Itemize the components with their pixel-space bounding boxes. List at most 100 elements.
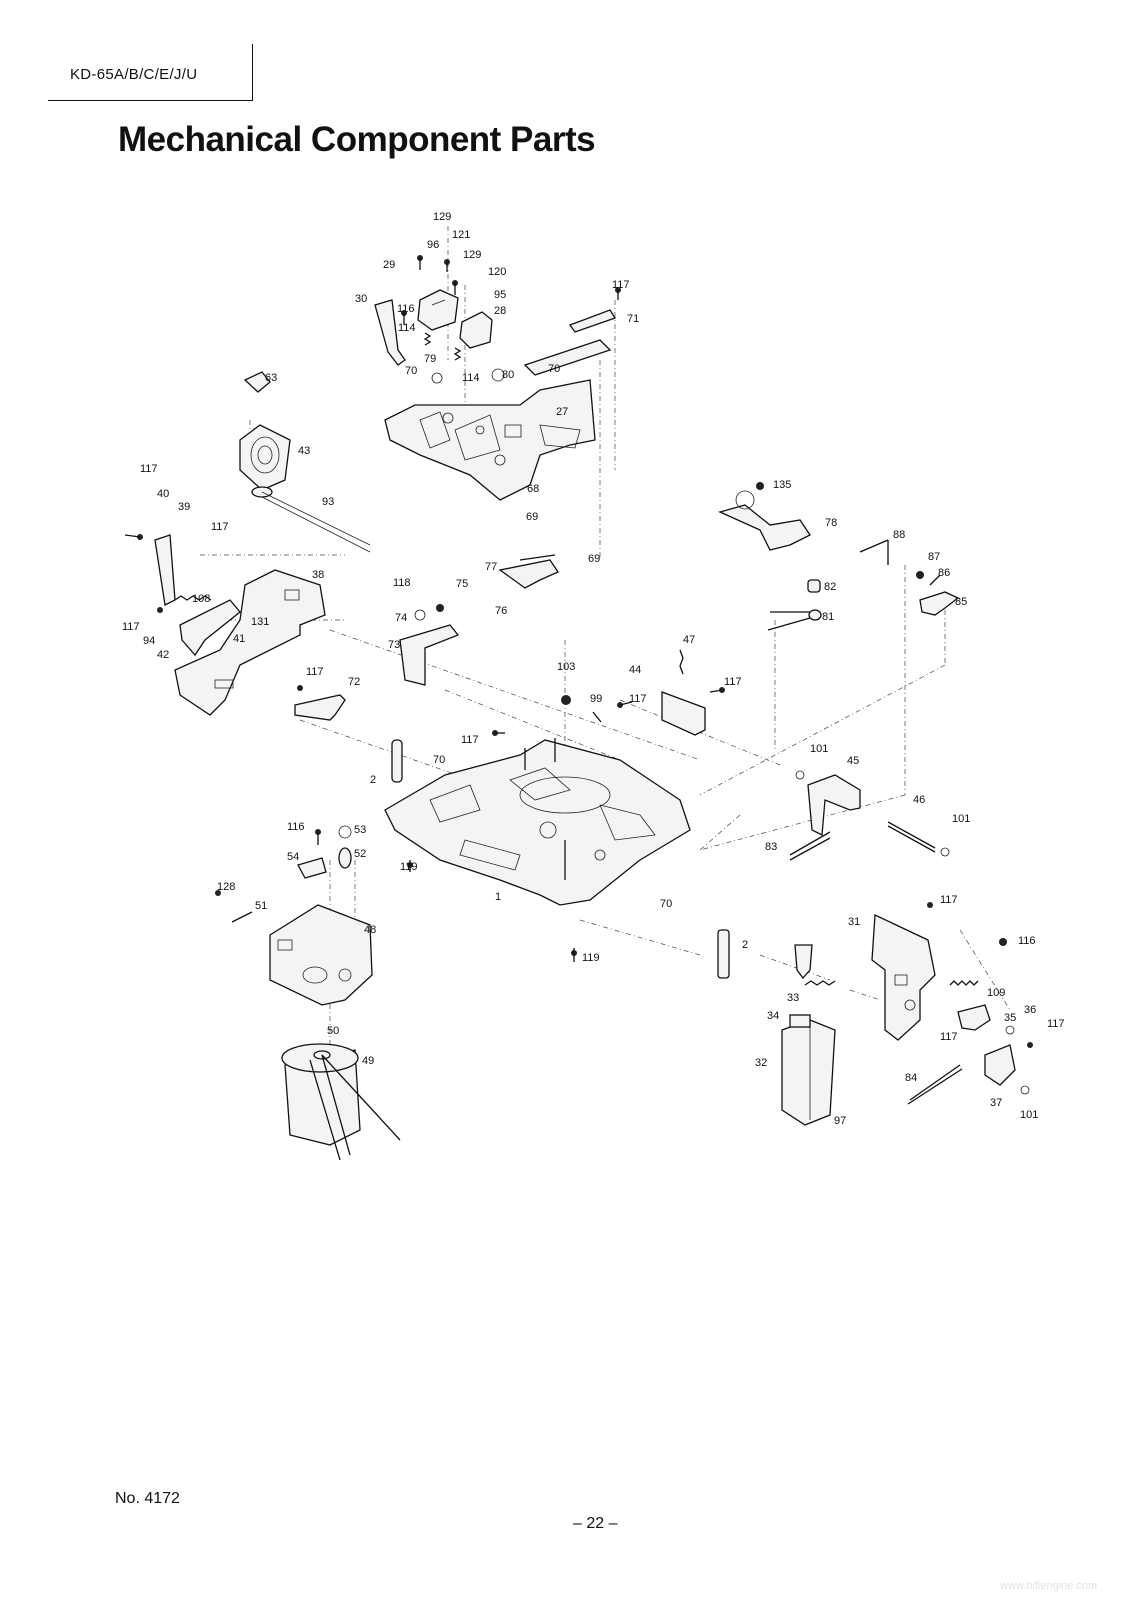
bracket-icon-38	[174, 569, 326, 716]
part-label-28: 28	[494, 305, 506, 317]
part-label-94: 94	[143, 635, 155, 647]
shaft-2a	[391, 739, 403, 783]
part-label-121: 121	[452, 229, 470, 241]
part-label-68: 68	[527, 483, 539, 495]
part-label-41: 41	[233, 633, 245, 645]
bracket-icon-31	[871, 902, 936, 1041]
part-label-116c: 116	[1018, 935, 1036, 947]
part-label-40: 40	[157, 488, 169, 500]
lever-35	[957, 1004, 1033, 1095]
part-label-103: 103	[557, 661, 575, 673]
part-label-72: 72	[348, 676, 360, 688]
part-label-73: 73	[388, 639, 400, 651]
motor-icon-49	[281, 1043, 401, 1161]
part-label-81: 81	[822, 611, 834, 623]
part-label-69b: 69	[588, 553, 600, 565]
shaft-46	[887, 821, 950, 857]
part-label-82: 82	[824, 581, 836, 593]
part-label-48: 48	[364, 924, 376, 936]
part-label-29: 29	[383, 259, 395, 271]
part-label-117i: 117	[940, 894, 958, 906]
part-label-117d: 117	[122, 621, 140, 633]
part-label-45: 45	[847, 755, 859, 767]
bracket-icon-73	[399, 604, 460, 686]
solenoid-icon-32	[781, 944, 836, 1126]
page-number: – 22 –	[573, 1515, 618, 1532]
head-mount-plate	[384, 379, 596, 501]
part-label-75: 75	[456, 578, 468, 590]
lever-77	[498, 554, 559, 589]
part-label-128: 128	[217, 881, 235, 893]
part-label-49: 49	[362, 1055, 374, 1067]
part-label-109: 109	[987, 987, 1005, 999]
part-number-labels: 129 121 96 129 29 120 95 30 116 28 114 1…	[122, 211, 1065, 1127]
part-label-117e: 117	[306, 666, 324, 678]
part-label-101b: 101	[952, 813, 970, 825]
part-label-74: 74	[395, 612, 407, 624]
part-label-36: 36	[1024, 1004, 1036, 1016]
watermark: www.hifiengine.com	[1000, 1580, 1098, 1592]
part-label-77: 77	[485, 561, 497, 573]
part-label-30: 30	[355, 293, 367, 305]
part-label-117h: 117	[461, 734, 479, 746]
part-label-129a: 129	[433, 211, 451, 223]
part-label-37: 37	[990, 1097, 1002, 1109]
part-label-80: 80	[502, 369, 514, 381]
part-label-119a: 119	[400, 861, 418, 873]
part-label-117j: 117	[1047, 1018, 1065, 1030]
solenoid-icon-43	[239, 371, 371, 553]
screw-icons-top	[401, 255, 621, 384]
part-label-1: 1	[495, 891, 501, 903]
part-label-117g: 117	[724, 676, 742, 688]
part-label-70b: 70	[548, 363, 560, 375]
part-label-83: 83	[765, 841, 777, 853]
part-label-71: 71	[627, 313, 639, 325]
motor-plate-48	[269, 904, 373, 1006]
part-label-38: 38	[312, 569, 324, 581]
part-label-99: 99	[590, 693, 602, 705]
part-label-70d: 70	[660, 898, 672, 910]
part-label-76: 76	[495, 605, 507, 617]
spring-icon-84	[907, 1064, 963, 1105]
part-label-35: 35	[1004, 1012, 1016, 1024]
lever-78	[718, 482, 811, 551]
part-label-84: 84	[905, 1072, 917, 1084]
part-label-93: 93	[322, 496, 334, 508]
bracket-icon-44	[661, 649, 706, 736]
part-label-52: 52	[354, 848, 366, 860]
part-label-117c: 117	[211, 521, 229, 533]
screw-plate-54	[297, 857, 327, 879]
part-label-96: 96	[427, 239, 439, 251]
part-label-2b: 2	[742, 939, 748, 951]
part-label-114a: 114	[398, 322, 416, 334]
part-label-135: 135	[773, 479, 791, 491]
part-label-78: 78	[825, 517, 837, 529]
part-label-51: 51	[255, 900, 267, 912]
part-label-69a: 69	[526, 511, 538, 523]
part-label-32: 32	[755, 1057, 767, 1069]
page-title: Mechanical Component Parts	[118, 120, 596, 159]
spring-icon-83	[789, 831, 831, 861]
part-label-95: 95	[494, 289, 506, 301]
slide-plate-72	[294, 685, 346, 721]
part-label-43: 43	[298, 445, 310, 457]
part-label-129b: 129	[463, 249, 481, 261]
spring-icon-88	[859, 539, 889, 565]
part-label-117a: 117	[612, 279, 630, 291]
part-label-33: 33	[787, 992, 799, 1004]
part-label-117b: 117	[140, 463, 158, 475]
play-head	[417, 289, 493, 349]
part-label-31: 31	[848, 916, 860, 928]
lever-85	[916, 571, 960, 616]
chassis-icon-main	[384, 738, 691, 906]
spring-icon-81	[767, 609, 822, 631]
part-label-2a: 2	[370, 774, 376, 786]
model-number: KD-65A/B/C/E/J/U	[70, 66, 198, 83]
screw-icons-center	[215, 687, 725, 962]
document-number: No. 4172	[115, 1490, 180, 1507]
part-label-44: 44	[629, 664, 641, 676]
part-label-108: 108	[192, 593, 210, 605]
part-label-47: 47	[683, 634, 695, 646]
part-label-34: 34	[767, 1010, 779, 1022]
